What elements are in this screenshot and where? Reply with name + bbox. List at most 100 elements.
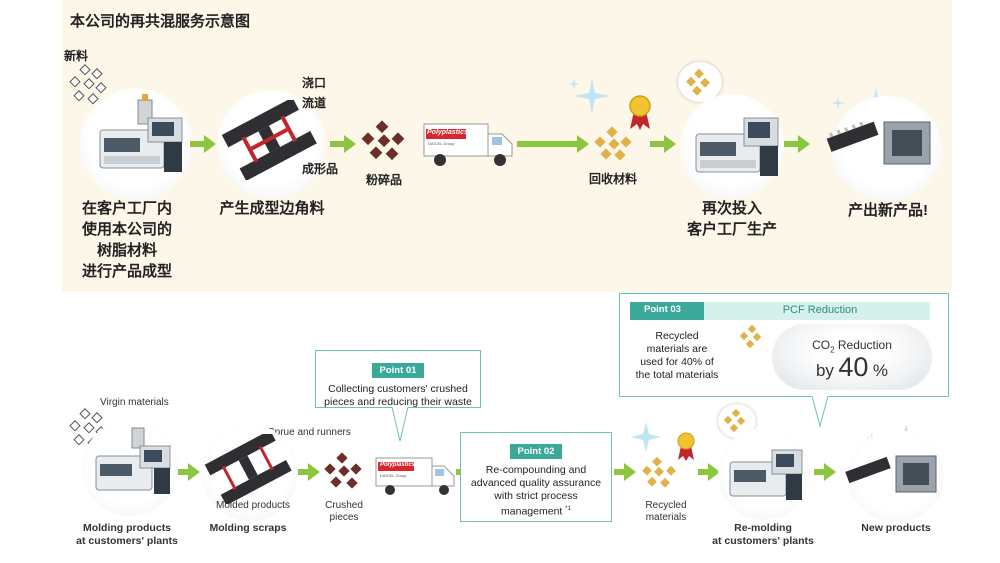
diagram-title: 本公司的再共混服务示意图 — [70, 13, 251, 30]
step4-text-zh: 产出新产品! — [848, 202, 928, 219]
molded-label-zh: 成形品 — [302, 162, 339, 176]
truck-sub-en: DAICEL Group — [380, 473, 407, 478]
step3-line: Re-molding — [734, 522, 792, 534]
point02-line-text: management — [501, 505, 563, 518]
flow-arrow — [614, 463, 636, 481]
truck-brand-zh: Polyplastics — [427, 129, 468, 136]
virgin-label-en: Virgin materials — [100, 397, 169, 408]
virgin-pellets-icon — [69, 64, 107, 105]
step2-text-zh: 产生成型边角料 — [219, 200, 325, 217]
callout-pointer — [391, 407, 409, 442]
point03-panel: Point 03 Point 03 PCF Reduction Recycled… — [619, 293, 949, 397]
point02-line: with strict process — [494, 490, 578, 502]
point02-label: Point 02 — [509, 444, 563, 459]
callout-pointer — [811, 396, 829, 428]
step4-text-en: New products — [861, 522, 931, 534]
recycled-pellets-icon — [686, 68, 710, 96]
delivery-truck-icon — [423, 123, 513, 166]
sparkle-icon — [568, 78, 610, 114]
point02-line: Re-compounding and — [485, 464, 587, 476]
virgin-label-zh: 新料 — [64, 49, 89, 63]
sparkle-icon — [631, 422, 661, 452]
step2-text-en: Molding scraps — [209, 522, 287, 534]
footnote-marker: *1 — [565, 506, 571, 512]
co2-number: 40 — [838, 352, 869, 382]
molding-machine-icon — [95, 427, 171, 494]
point01-label: Point 01 — [371, 363, 425, 378]
step3-line: 客户工厂生产 — [686, 221, 777, 238]
point01-text: Collecting customers' crushed pieces and… — [316, 383, 480, 409]
crushed-line: Crushed — [325, 500, 363, 511]
point01-line: pieces and reducing their waste — [324, 396, 472, 408]
point03-label-bg — [630, 302, 704, 320]
flow-arrow — [784, 135, 810, 153]
molding-machine-icon — [99, 94, 183, 172]
point03-label-text: Point 03 — [644, 304, 681, 315]
award-medal-icon — [629, 95, 651, 130]
recycled-line: materials — [645, 512, 687, 523]
step1-line: 进行产品成型 — [81, 263, 172, 280]
co2-value: by 40 % — [780, 352, 924, 383]
flow-arrow — [330, 135, 356, 153]
recycled-pellets-icon — [739, 324, 762, 349]
chip-product-icon — [826, 121, 931, 165]
flow-arrow — [298, 463, 320, 481]
co2-unit: % — [872, 361, 889, 380]
co2-suffix: Reduction — [834, 338, 892, 352]
pcf-heading: PCF Reduction — [782, 304, 858, 316]
crushed-pieces-icon — [361, 120, 405, 161]
point03-line: used for 40% of — [640, 356, 714, 368]
chip-product-icon — [845, 455, 937, 493]
point02-line: advanced quality assurance — [470, 477, 602, 489]
virgin-pellets-icon — [69, 408, 107, 449]
recycled-line: Recycled — [645, 500, 687, 511]
co2-subscript: 2 — [830, 345, 835, 355]
point01-callout: Point 01 Collecting customers' crushed p… — [315, 350, 481, 408]
point02-callout: Point 02 Re-compounding and advanced qua… — [460, 432, 612, 522]
flow-arrow — [517, 135, 589, 153]
step1-line: 使用本公司的 — [81, 221, 172, 238]
step3-text-zh: 再次投入 客户工厂生产 — [662, 198, 802, 240]
recycled-pellets-icon — [642, 456, 676, 488]
crushed-line: pieces — [329, 512, 359, 523]
step1-text-zh: 在客户工厂内 使用本公司的 树脂材料 进行产品成型 — [62, 198, 192, 282]
flow-arrow — [650, 135, 676, 153]
step1-line: Molding products — [82, 522, 172, 534]
truck-sub-zh: DAICEL Group — [428, 141, 455, 146]
runner-label-zh: 流道 — [302, 96, 327, 110]
point02-line: management *1 — [461, 503, 611, 519]
molded-products-label: Molded products — [216, 500, 290, 511]
pcf-header-bar — [630, 302, 930, 320]
crushed-label-zh: 粉碎品 — [366, 173, 403, 187]
recycled-pellets-icon — [723, 408, 746, 433]
step3-line: 再次投入 — [701, 200, 762, 217]
molding-machine-icon — [729, 449, 803, 500]
flow-arrow — [814, 463, 836, 481]
truck-brand-en: Polyplastics — [380, 462, 416, 468]
diagram-canvas: 本公司的再共混服务示意图 新料 浇口 流道 成形品 — [62, 0, 952, 563]
step1-line: at customers' plants — [76, 535, 178, 547]
step1-line: 树脂材料 — [96, 242, 157, 259]
molded-scrap-icon — [204, 434, 292, 504]
recycled-pellets-icon — [594, 126, 632, 161]
flow-arrow — [178, 463, 200, 481]
step1-line: 在客户工厂内 — [81, 200, 172, 217]
step3-line: at customers' plants — [712, 535, 814, 547]
sprue-runners-label: Sprue and runners — [268, 427, 351, 438]
sprue-label-zh: 浇口 — [302, 76, 327, 90]
point03-line: materials are — [646, 343, 708, 355]
delivery-truck-icon — [375, 457, 455, 495]
co2-by: by — [815, 361, 834, 380]
flow-arrow — [698, 463, 720, 481]
point03-line: Recycled — [655, 330, 699, 342]
co2-prefix: CO — [812, 338, 831, 352]
step3-text-en: Re-molding at customers' plants — [698, 522, 828, 548]
molded-scrap-icon — [221, 100, 317, 180]
crushed-pieces-icon — [324, 452, 362, 489]
recycled-label-zh: 回收材料 — [589, 172, 638, 186]
step1-text-en: Molding products at customers' plants — [64, 522, 190, 548]
co2-cloud — [772, 324, 932, 390]
point01-line: Collecting customers' crushed — [328, 383, 468, 395]
thought-bubble — [678, 62, 722, 102]
award-medal-icon — [677, 432, 695, 461]
